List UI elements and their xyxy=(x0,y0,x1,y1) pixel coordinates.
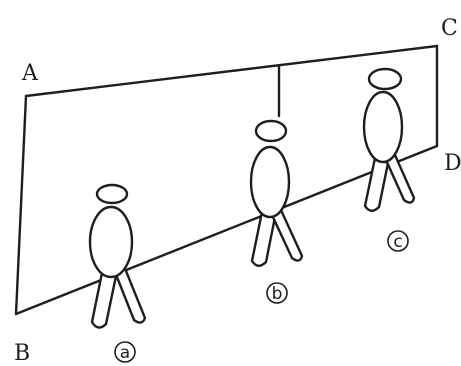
figure-c xyxy=(362,67,416,212)
figure-label-b-text: b xyxy=(272,284,283,304)
figure-a-head xyxy=(95,183,129,205)
figure-c-right-leg xyxy=(384,153,416,204)
edge-ac xyxy=(24,44,439,98)
edge-bd xyxy=(14,144,439,316)
figure-c-head xyxy=(367,67,403,91)
figure-label-a-circle xyxy=(114,341,136,363)
corner-label-b: B xyxy=(14,341,30,366)
figure-a xyxy=(88,183,147,329)
figure-label-a-text: a xyxy=(120,343,130,363)
figure-b-body xyxy=(249,145,291,219)
figure-a-left-leg xyxy=(90,266,118,329)
figure-a-right-leg xyxy=(113,264,147,324)
figure-b xyxy=(249,119,304,267)
figure-label-c-circle xyxy=(387,230,409,252)
figure-b-head xyxy=(254,119,288,143)
corner-label-c: C xyxy=(441,16,458,41)
figure-b-left-leg xyxy=(250,210,277,267)
figure-b-right-leg xyxy=(270,208,304,262)
board-outline xyxy=(14,44,439,316)
corner-label-d: D xyxy=(444,151,461,176)
figure-c-left-leg xyxy=(363,156,390,212)
figure-label-a: a xyxy=(114,341,136,363)
edge-ab xyxy=(14,94,28,316)
figure-label-c-text: c xyxy=(393,232,402,252)
figure-c-body xyxy=(362,90,404,164)
figure-label-c: c xyxy=(387,230,409,252)
figure-a-body xyxy=(88,205,134,279)
figure-label-b: b xyxy=(266,282,288,304)
figure-label-b-circle xyxy=(266,282,288,304)
corner-label-a: A xyxy=(21,61,39,86)
